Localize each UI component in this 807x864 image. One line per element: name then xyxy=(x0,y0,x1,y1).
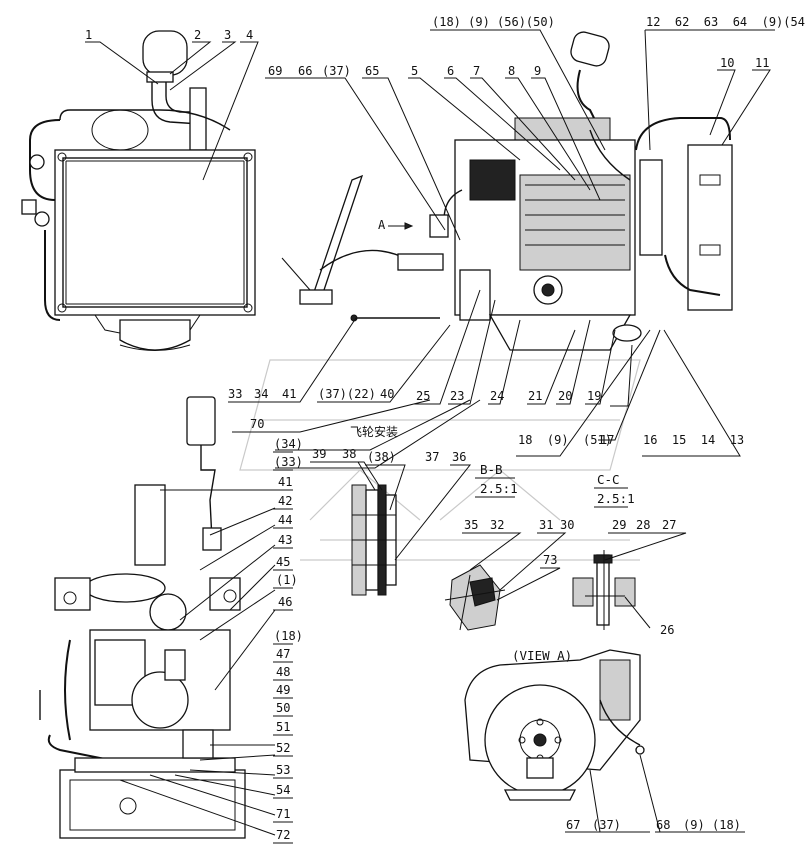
label-stack-72: 72 xyxy=(276,828,290,842)
leader-lines xyxy=(85,29,775,836)
label-stack-47: 47 xyxy=(276,647,290,661)
label-28: 28 xyxy=(636,518,650,532)
label-4: 4 xyxy=(246,28,253,42)
label-30: 30 xyxy=(560,518,574,532)
view-a xyxy=(464,649,645,801)
label-stack-44: 44 xyxy=(278,513,292,527)
label-stack-42: 42 xyxy=(278,494,292,508)
label-68: 68 xyxy=(656,818,670,832)
label-stack-18: (18) xyxy=(274,629,303,643)
label-stack-41: 41 xyxy=(278,475,292,489)
label-6: 6 xyxy=(447,64,454,78)
label-40: 40 xyxy=(380,387,394,401)
label-65: 65 xyxy=(365,64,379,78)
label-stack-1: (1) xyxy=(276,573,298,587)
part-labels: 1 2 3 4 69 66 (37) 65 5 6 7 8 9 (18) (9)… xyxy=(85,15,807,844)
label-27: 27 xyxy=(662,518,676,532)
label-21: 21 xyxy=(528,389,542,403)
label-stack-53: 53 xyxy=(276,763,290,777)
label-stack-71: 71 xyxy=(276,807,290,821)
label-top-right-group: 12 62 63 64 (9)(54) xyxy=(646,15,807,29)
iso-view xyxy=(39,396,246,839)
label-31: 31 xyxy=(539,518,553,532)
label-stack-49: 49 xyxy=(276,683,290,697)
label-stack-50: 50 xyxy=(276,701,290,715)
label-stack-46: 46 xyxy=(278,595,292,609)
label-top-group: (18) (9) (56)(50) xyxy=(432,15,555,29)
label-8: 8 xyxy=(508,64,515,78)
label-stack-45: 45 xyxy=(276,555,290,569)
label-11: 11 xyxy=(755,56,769,70)
front-view xyxy=(21,30,256,351)
label-29: 29 xyxy=(612,518,626,532)
label-26: 26 xyxy=(660,623,674,637)
chinese-note: 飞轮安装 xyxy=(350,424,398,439)
label-37c: (37) xyxy=(592,818,621,832)
label-69: 69 xyxy=(268,64,282,78)
label-stack-48: 48 xyxy=(276,665,290,679)
label-32: 32 xyxy=(490,518,504,532)
label-stack-43: 43 xyxy=(278,533,292,547)
label-38: 38 xyxy=(342,447,356,461)
label-37: (37) xyxy=(322,64,351,78)
label-38b: (38) xyxy=(367,450,396,464)
label-1: 1 xyxy=(85,28,92,42)
label-stack-54: 54 xyxy=(276,783,290,797)
label-34: 34 xyxy=(254,387,268,401)
label-39: 39 xyxy=(312,447,326,461)
label-36: 36 xyxy=(452,450,466,464)
label-9b: (9) xyxy=(683,818,705,832)
label-73: 73 xyxy=(543,553,557,567)
section-bb xyxy=(444,564,506,631)
section-bb-title: B-B xyxy=(480,462,503,477)
label-66: 66 xyxy=(298,64,312,78)
label-10: 10 xyxy=(720,56,734,70)
label-17: 17 xyxy=(600,433,614,447)
label-stack-34: (34) xyxy=(274,437,303,451)
section-cc xyxy=(572,550,636,630)
label-35: 35 xyxy=(464,518,478,532)
label-37b: 37 xyxy=(425,450,439,464)
label-stack-33: (33) xyxy=(274,455,303,469)
label-25: 25 xyxy=(416,389,430,403)
flywheel-section xyxy=(351,484,397,596)
section-cc-scale: 2.5:1 xyxy=(597,491,635,506)
label-41: 41 xyxy=(282,387,296,401)
label-18b: (18) xyxy=(712,818,741,832)
label-3: 3 xyxy=(224,28,231,42)
label-stack-51: 51 xyxy=(276,720,290,734)
label-18-9-51: 18 (9) (51) xyxy=(518,433,612,447)
view-a-title: (VIEW A) xyxy=(512,648,572,663)
label-5: 5 xyxy=(411,64,418,78)
label-2: 2 xyxy=(194,28,201,42)
label-7: 7 xyxy=(473,64,480,78)
label-19: 19 xyxy=(587,389,601,403)
label-23: 23 xyxy=(450,389,464,403)
label-33: 33 xyxy=(228,387,242,401)
label-70: 70 xyxy=(250,417,264,431)
label-24: 24 xyxy=(490,389,504,403)
view-arrow-label: A xyxy=(378,218,386,232)
label-9: 9 xyxy=(534,64,541,78)
label-stack-52: 52 xyxy=(276,741,290,755)
section-bb-scale: 2.5:1 xyxy=(480,481,518,496)
side-view: A xyxy=(378,31,733,351)
throttle-lever xyxy=(281,174,444,322)
label-37-22: (37)(22) xyxy=(318,387,376,401)
label-20: 20 xyxy=(558,389,572,403)
label-67: 67 xyxy=(566,818,580,832)
section-cc-title: C-C xyxy=(597,472,620,487)
label-16-13: 16 15 14 13 xyxy=(643,433,744,447)
